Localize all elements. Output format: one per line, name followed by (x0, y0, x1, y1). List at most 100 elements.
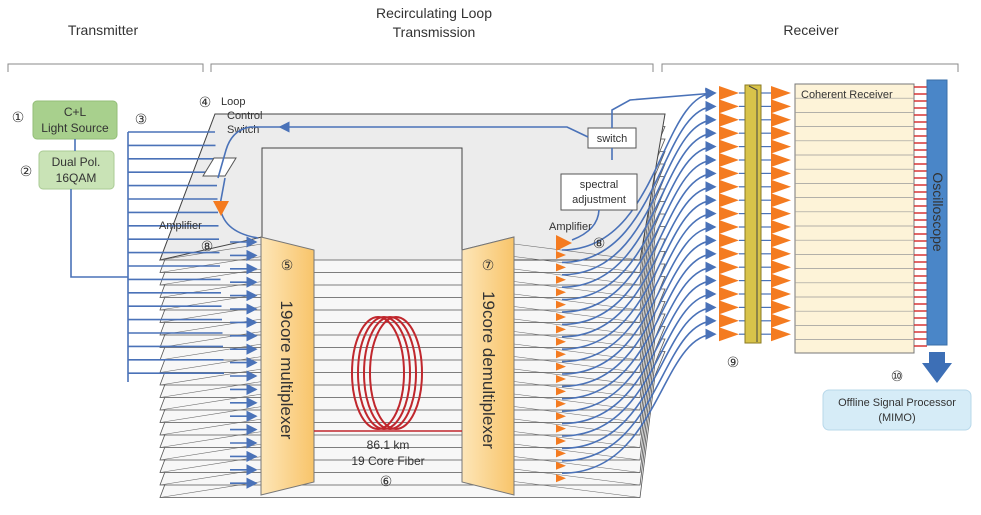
loop-amplifier-right-icon (556, 235, 572, 251)
rx-amplifier-icon (771, 273, 791, 288)
rx-signal-line (561, 154, 717, 313)
rx-amplifier-icon (771, 246, 791, 261)
rx-amplifier-icon (771, 126, 791, 141)
rx-amplifier-icon (771, 179, 791, 194)
rx-amplifier-icon (771, 313, 791, 328)
rx-signal-line (561, 208, 717, 363)
stack-amplifier-icon (556, 449, 566, 458)
stack-amplifier-icon (556, 362, 566, 371)
oscilloscope-block: Oscilloscope (926, 79, 948, 346)
marker-8a: ⑧ (201, 238, 214, 254)
section-receiver-label: Receiver (783, 22, 839, 38)
rx-amplifier-icon (719, 139, 739, 154)
rx-amplifier-icon (719, 246, 739, 261)
rx-amplifier-icon (719, 112, 739, 127)
marker-1: ① (12, 109, 25, 125)
section-brackets (7, 63, 959, 72)
down-arrow-icon (922, 352, 952, 383)
rx-amplifier-icon (771, 287, 791, 301)
rx-amplifier-icon (771, 206, 791, 221)
marker-2: ② (20, 163, 33, 179)
rx-amplifier-icon (771, 300, 791, 315)
marker-3: ③ (135, 111, 148, 127)
rx-amplifier-icon (719, 220, 739, 234)
amplifier-right-label: Amplifier (549, 221, 592, 233)
stack-amplifier-icon (556, 399, 566, 408)
fiber-coil (314, 316, 462, 432)
rx-amplifier-icon (719, 166, 739, 181)
demultiplexer-label: 19core demultiplexer (479, 291, 498, 449)
stack-amplifier-icon (556, 350, 566, 359)
stack-amplifier-icon (556, 474, 566, 483)
optical-filter-bank (744, 84, 762, 344)
loop-switch-label-3: Switch (227, 124, 259, 136)
rx-signal-line (561, 181, 717, 338)
rx-amplifier-icon (771, 99, 791, 114)
rx-amplifier-icon (771, 220, 791, 234)
rx-amplifier-icon (719, 260, 739, 275)
rx-signal-line (561, 328, 717, 474)
marker-10: ⑩ (891, 368, 904, 384)
multiplexer-block: ⑤ 19core multiplexer (260, 236, 315, 496)
section-loop-label-1: Recirculating Loop (376, 5, 492, 21)
rx-amplifier-icon (771, 112, 791, 127)
modulator-label-1: Dual Pol. (52, 155, 101, 169)
stack-amplifier-icon (556, 263, 566, 272)
modulator-block: Dual Pol. 16QAM (38, 150, 115, 190)
light-source-block: C+L Light Source (32, 100, 118, 140)
rx-amplifier-icon (719, 179, 739, 194)
marker-7: ⑦ (482, 257, 495, 273)
light-source-label-1: C+L (64, 105, 87, 119)
rx-amplifier-icon (771, 260, 791, 275)
spectral-adjustment-box: spectral adjustment (560, 173, 638, 211)
rx-amplifier-icon (719, 233, 739, 248)
stack-amplifier-icon (556, 375, 566, 383)
rx-amplifier-icon (771, 193, 791, 208)
amplifier-left-label: Amplifier (159, 220, 202, 232)
rx-amplifier-icon (719, 273, 739, 288)
rx-signal-line (561, 194, 717, 350)
rx-amplifier-icon (771, 139, 791, 154)
rx-amplifier-icon (771, 86, 791, 100)
stack-amplifier-icon (556, 251, 566, 259)
modulator-label-2: 16QAM (56, 171, 97, 185)
stack-amplifier-icon (556, 437, 566, 445)
stack-amplifier-icon (556, 288, 566, 297)
rx-signal-line (561, 221, 717, 375)
coherent-receiver-label: Coherent Receiver (801, 89, 893, 101)
fiber-type-label: 19 Core Fiber (351, 454, 424, 468)
stack-amplifier-icon (556, 412, 566, 421)
loop-control-switch: ④ Loop Control Switch (199, 94, 262, 177)
processor-label-1: Offline Signal Processor (838, 397, 956, 409)
rx-amplifier-icon (719, 126, 739, 141)
rx-amplifier-icon (771, 166, 791, 181)
loop-switch-label-2: Control (227, 110, 262, 122)
rx-signal-line (561, 114, 717, 276)
rx-amplifier-icon (719, 153, 739, 167)
rx-amplifier-icon (719, 327, 739, 342)
switch-box: switch (587, 127, 637, 149)
stack-amplifier-icon (556, 275, 566, 284)
rx-amplifier-icon (719, 287, 739, 301)
stack-amplifier-icon (556, 300, 566, 309)
loop-switch-label-1: Loop (221, 96, 245, 108)
light-source-label-2: Light Source (41, 121, 109, 135)
rx-amplifier-icon (719, 313, 739, 328)
offline-processor-block: Offline Signal Processor (MIMO) (822, 389, 972, 431)
marker-8b: ⑧ (593, 235, 606, 251)
stack-amplifier-icon (556, 461, 566, 470)
stack-amplifier-icon (556, 387, 566, 396)
rx-signal-line (561, 87, 717, 251)
loop-amplifier-left-icon (213, 201, 229, 216)
rx-signal-line (561, 248, 717, 400)
section-loop-label-2: Transmission (393, 24, 476, 40)
stack-amplifier-icon (556, 313, 566, 321)
spectral-label-2: adjustment (572, 194, 626, 206)
rx-amplifier-icon (771, 327, 791, 342)
marker-5: ⑤ (281, 257, 294, 273)
stack-amplifier-icon (556, 337, 566, 346)
spectral-label-1: spectral (580, 179, 619, 191)
rx-amplifier-icon (719, 86, 739, 100)
